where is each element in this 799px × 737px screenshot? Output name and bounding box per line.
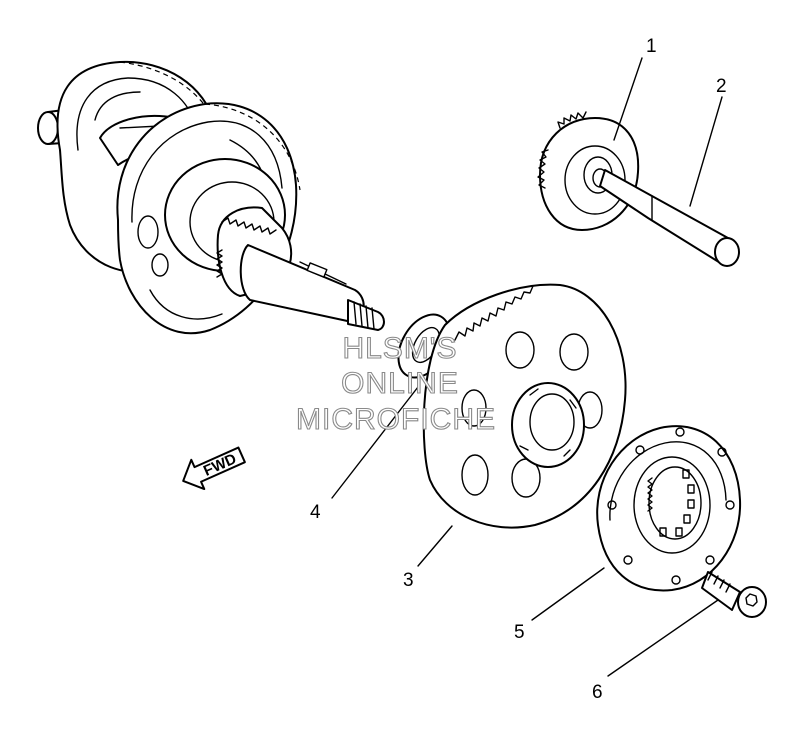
callout-6: 6 <box>592 682 603 703</box>
fwd-label: FWD <box>201 450 239 479</box>
callout-4: 4 <box>310 502 321 523</box>
bolt-hole <box>623 555 633 565</box>
bolt-hole <box>635 445 645 455</box>
leader-line-5 <box>531 567 605 621</box>
watermark-line-2: ONLINE <box>341 367 459 400</box>
callout-1: 1 <box>646 36 657 57</box>
callout-labels: 1 2 3 4 5 6 <box>310 36 727 703</box>
starter-wheel-gear-part-3 <box>422 283 627 529</box>
bolt-part-6 <box>701 571 767 618</box>
wheel-hole <box>559 333 589 371</box>
crankshaft-output-shaft <box>239 244 385 331</box>
bolt-hole <box>705 555 715 565</box>
bolt-hole <box>607 500 617 510</box>
watermark-line-1: HLSM'S <box>342 332 457 365</box>
leader-line-3 <box>417 525 453 567</box>
leader-lines <box>331 57 723 677</box>
leader-line-2 <box>689 96 723 207</box>
bolt-hole <box>717 447 727 457</box>
watermark: HLSM'S ONLINE MICROFICHE <box>295 331 496 436</box>
leader-line-4 <box>331 386 419 499</box>
bolt-hole <box>725 500 735 510</box>
starter-clutch-part-5 <box>596 425 742 592</box>
wheel-hole <box>505 331 535 369</box>
crankshaft-assembly <box>37 60 385 335</box>
idle-gear-part-1 <box>537 111 640 231</box>
idle-gear-shaft-part-2 <box>599 169 740 267</box>
callout-2: 2 <box>716 76 727 97</box>
watermark-line-3: MICROFICHE <box>296 403 496 436</box>
callout-5: 5 <box>514 622 525 643</box>
leader-line-6 <box>607 599 719 677</box>
bolt-hole <box>671 575 681 585</box>
leader-line-1 <box>613 57 643 141</box>
callout-3: 3 <box>403 570 414 591</box>
wheel-hole <box>461 389 487 427</box>
forward-direction-arrow: FWD <box>182 446 246 491</box>
wheel-hole <box>461 454 489 496</box>
bolt-hole <box>675 427 685 437</box>
